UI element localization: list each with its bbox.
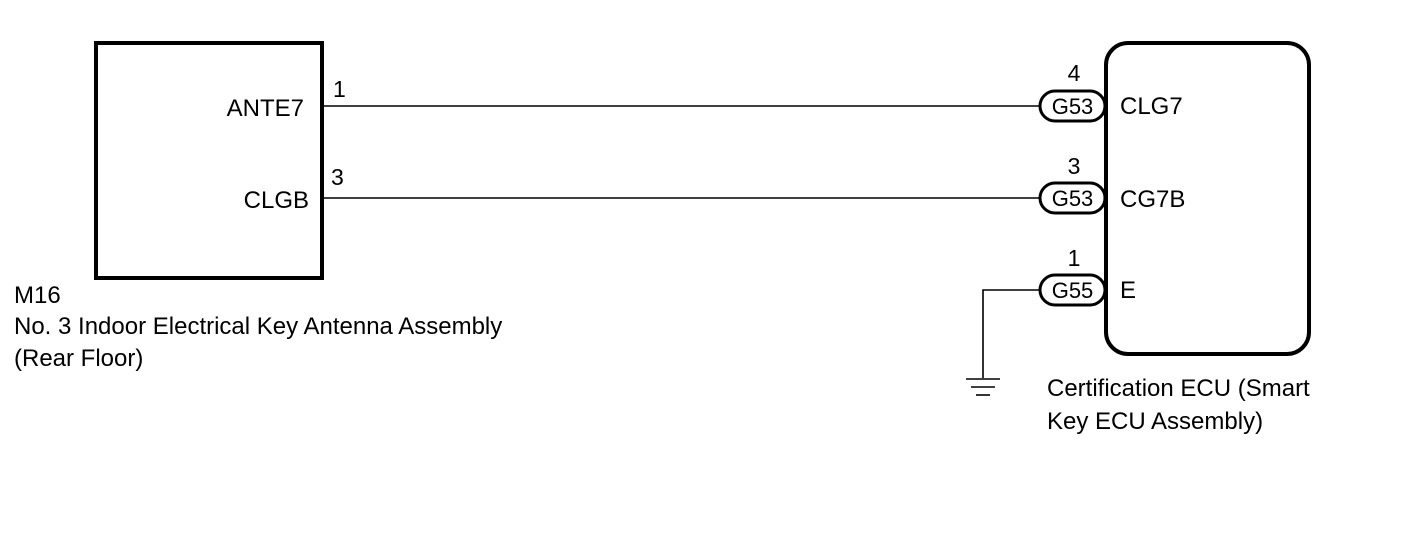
right-component-name-line2: Key ECU Assembly)	[1047, 408, 1263, 435]
pin-number-cg7b: 3	[1068, 153, 1081, 179]
pin-number-clgb: 3	[331, 164, 344, 190]
pin-number-e: 1	[1068, 245, 1081, 271]
connector-g55-pin1: G55	[1038, 273, 1107, 307]
terminal-label-cg7b: CG7B	[1120, 186, 1185, 213]
connector-label: G53	[1052, 186, 1094, 211]
wire-ground	[982, 289, 1040, 378]
connector-g53-pin3: G53	[1038, 181, 1107, 215]
terminal-label-e: E	[1120, 277, 1136, 304]
right-component-name: Certification ECU (Smart	[1047, 375, 1310, 402]
left-component-code: M16	[14, 282, 61, 309]
connector-label: G53	[1052, 94, 1094, 119]
pin-number-clg7: 4	[1068, 60, 1081, 86]
connector-label: G55	[1052, 278, 1094, 303]
ground-icon	[966, 378, 1000, 396]
left-component-name: No. 3 Indoor Electrical Key Antenna Asse…	[14, 313, 502, 340]
left-component-location: (Rear Floor)	[14, 345, 143, 372]
terminal-label-clg7: CLG7	[1120, 93, 1183, 120]
connector-g53-pin4: G53	[1038, 89, 1107, 123]
pin-number-ante7: 1	[333, 76, 346, 102]
terminal-label-ante7: ANTE7	[227, 95, 304, 122]
antenna-assembly-box	[94, 41, 324, 280]
terminal-label-clgb: CLGB	[244, 187, 309, 214]
